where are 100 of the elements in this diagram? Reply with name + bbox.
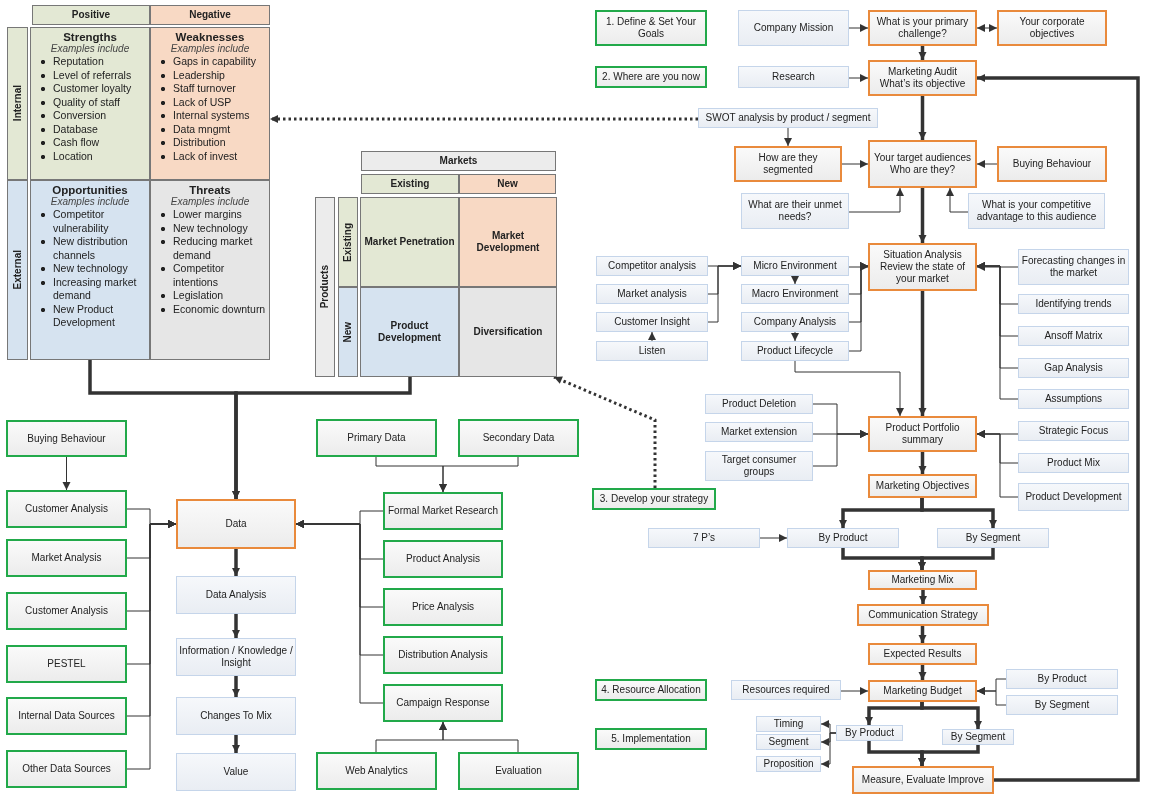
info-box: [942, 729, 1014, 745]
box-label: What are their unmet needs?: [747, 199, 843, 223]
arrow: [918, 745, 980, 766]
arrow: [784, 127, 792, 147]
swot-quadrant: [30, 180, 150, 360]
box-label: Campaign Response: [396, 697, 490, 709]
arrow: [918, 188, 927, 243]
box-label: Internal Data Sources: [18, 710, 115, 722]
matrix-cell: [360, 287, 459, 377]
step-box: [383, 588, 503, 626]
step-box: [6, 645, 127, 683]
box-label: 4. Resource Allocation: [601, 684, 701, 696]
arrow: [918, 46, 927, 60]
matrix-cell: [338, 197, 358, 287]
box-label: 5. Implementation: [611, 733, 691, 745]
arrow: [920, 498, 997, 528]
quadrant-heading: Strengths: [63, 31, 117, 43]
arrow: [232, 377, 412, 499]
process-box: [868, 10, 977, 46]
box-label: What is your primary challenge?: [875, 16, 970, 40]
swot-quadrant: [30, 27, 150, 180]
process-box: [868, 643, 977, 665]
box-label: Product Analysis: [406, 553, 480, 565]
box-label: Information / Knowledge / Insight: [179, 645, 293, 669]
box-label: Buying Behaviour: [27, 432, 106, 445]
arrow: [840, 687, 869, 695]
step-box: [6, 539, 127, 577]
box-label: Product Deletion: [722, 398, 796, 410]
box-label: What is your competitive advantage to this audience: [975, 199, 1098, 223]
box-label: Strategic Focus: [1038, 425, 1109, 437]
dotted-arrow: [270, 115, 698, 123]
box-label: Existing: [342, 222, 354, 262]
subheading: Examples include: [170, 43, 250, 55]
arrow: [62, 456, 71, 491]
step-box: [458, 419, 579, 457]
box-label: Evaluation: [495, 765, 542, 777]
matrix-cell: [7, 180, 28, 360]
process-box: [176, 499, 296, 549]
box-label: Market Penetration: [364, 236, 455, 248]
box-label: Buying Behaviour: [1012, 158, 1092, 170]
info-box: [787, 528, 899, 548]
process-box: [857, 604, 989, 626]
arrow: [848, 24, 869, 32]
info-box: [1018, 483, 1129, 511]
info-box: [731, 680, 841, 700]
swot-quadrant: [150, 180, 270, 360]
box-label: Competitor analysis: [608, 260, 696, 272]
info-box: [1018, 358, 1129, 378]
info-box: [698, 108, 878, 128]
matrix-cell: [315, 197, 335, 377]
arrow: [918, 291, 927, 416]
box-label: Marketing Objectives: [875, 480, 970, 492]
quadrant-heading: Opportunities: [52, 184, 128, 196]
matrix-cell: [361, 151, 556, 171]
matrix-cell: [7, 27, 28, 180]
info-box: [705, 422, 813, 442]
step-box: [6, 750, 127, 788]
arrow: [976, 262, 1019, 400]
info-box: [1018, 389, 1129, 409]
info-box: [1018, 294, 1129, 314]
arrow: [794, 360, 904, 417]
info-box: [738, 66, 849, 88]
box-label: Measure, Evaluate Improve: [861, 774, 985, 786]
arrow: [977, 74, 1140, 782]
info-box: [836, 725, 903, 741]
quadrant-heading: Threats: [189, 184, 231, 196]
arrow: [919, 590, 927, 604]
arrow: [791, 275, 799, 285]
box-label: Products: [319, 265, 331, 309]
step-box: [6, 420, 127, 457]
step-box: [383, 684, 503, 722]
process-box: [868, 60, 977, 96]
arrow: [759, 534, 788, 542]
box-label: Your corporate objectives: [1018, 16, 1086, 40]
process-box: [868, 243, 977, 291]
arrow: [920, 702, 982, 729]
box-label: Target consumer groups: [720, 454, 798, 478]
box-label: External: [11, 250, 24, 290]
arrow: [295, 520, 384, 704]
box-label: Data: [225, 518, 247, 530]
subheading: Examples include: [50, 43, 130, 55]
box-label: Segment: [768, 736, 809, 748]
arrow: [848, 74, 869, 82]
box-label: Data Analysis: [205, 589, 267, 601]
matrix-cell: [32, 5, 150, 25]
box-label: Marketing Budget: [883, 685, 962, 697]
box-label: Timing: [773, 718, 804, 730]
info-box: [756, 716, 821, 732]
step-box: [316, 752, 437, 790]
step-box: [458, 752, 579, 790]
double-arrow: [976, 24, 998, 32]
box-label: Diversification: [473, 326, 543, 338]
step-box: [383, 492, 503, 530]
step-box: [595, 679, 707, 701]
box-label: Listen: [638, 345, 666, 357]
box-label: Product Development: [1025, 491, 1122, 503]
arrow: [976, 160, 998, 168]
step-box: [383, 540, 503, 578]
box-label: Micro Environment: [753, 260, 837, 272]
box-label: Resources required: [742, 684, 830, 696]
